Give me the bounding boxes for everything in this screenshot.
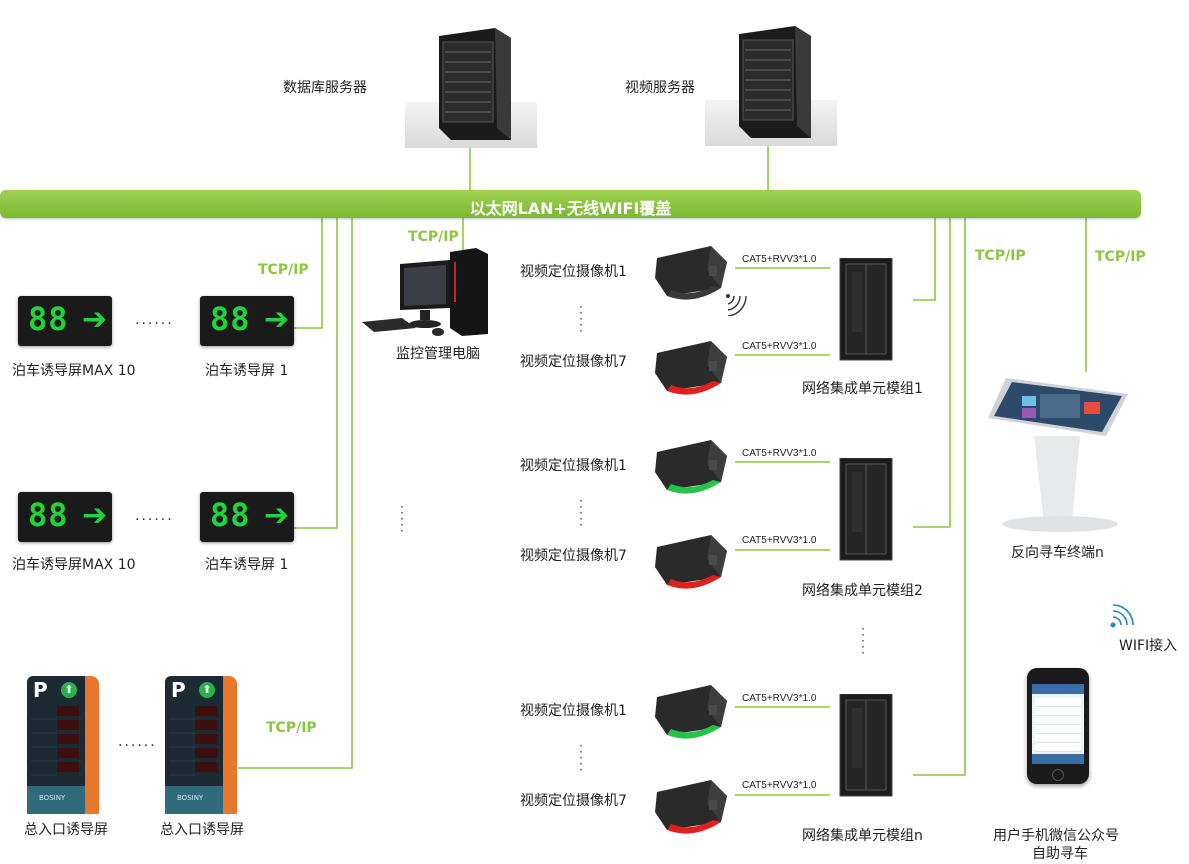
video-server-label: 视频服务器: [625, 80, 695, 96]
phone-label-line2: 自助寻车: [1032, 846, 1088, 862]
camera-7-label: 视频定位摄像机7: [520, 354, 627, 370]
vertical-ellipsis: ·····: [861, 622, 865, 660]
tcp-label-entrance: TCP/IP: [266, 720, 317, 736]
led-digits: 88: [210, 496, 251, 534]
tcp-label-led-screens: TCP/IP: [258, 262, 309, 278]
led-screen-max-label: 泊车诱导屏MAX 10: [12, 557, 136, 573]
entrance-screen-label-right: 总入口诱导屏: [160, 822, 244, 838]
orange-side-panel: [221, 676, 237, 814]
led-digits: 88: [28, 300, 69, 338]
positioning-camera-icon: [655, 535, 727, 589]
cable-spec-label: CAT5+RVV3*1.0: [742, 693, 817, 704]
camera-1-label: 视频定位摄像机1: [520, 703, 627, 719]
led-guidance-screen-1: 88 ➔: [200, 296, 294, 346]
red-digits: [57, 706, 79, 776]
monitor-pc-label: 监控管理电脑: [396, 346, 480, 362]
network-unit-label: 网络集成单元模组1: [802, 381, 923, 397]
led-screen-1-label: 泊车诱导屏 1: [205, 363, 289, 379]
tcp-label-monitor-pc: TCP/IP: [408, 229, 459, 245]
network-cabinet-icon: [839, 258, 893, 361]
cable-spec-label: CAT5+RVV3*1.0: [742, 448, 817, 459]
entrance-screen-label-left: 总入口诱导屏: [24, 822, 108, 838]
screen-header: [1032, 684, 1084, 694]
wifi-label: WIFI接入: [1119, 638, 1178, 654]
red-digits: [195, 706, 217, 776]
brand-base: [165, 786, 223, 814]
ellipsis: ......: [118, 734, 157, 750]
tcp-label-kiosk: TCP/IP: [1095, 249, 1146, 265]
arrow-right-icon: ➔: [82, 302, 108, 337]
led-guidance-screen-max: 88 ➔: [18, 492, 112, 542]
brand-base: [27, 786, 85, 814]
led-screen-1-label: 泊车诱导屏 1: [205, 557, 289, 573]
camera-1-label: 视频定位摄像机1: [520, 264, 627, 280]
screen-rows: [1035, 698, 1081, 752]
arrow-up-icon: ⬆: [199, 682, 215, 698]
monitor-pc: [362, 248, 510, 338]
arrow-up-icon: ⬆: [61, 682, 77, 698]
database-server: [405, 22, 537, 148]
camera-7-label: 视频定位摄像机7: [520, 548, 627, 564]
kiosk-icon: [988, 378, 1128, 532]
video-server: [705, 20, 837, 146]
led-screen-max-label: 泊车诱导屏MAX 10: [12, 363, 136, 379]
wireless-signal-icon: [726, 294, 747, 316]
tcp-label-units: TCP/IP: [975, 248, 1026, 264]
lan-backbone-bar: 以太网LAN+无线WIFI覆盖: [0, 190, 1141, 218]
floor-rows: [31, 706, 81, 776]
parking-p-icon: P: [33, 678, 48, 702]
wifi-icon: [1110, 604, 1134, 628]
network-unit-label: 网络集成单元模组2: [802, 583, 923, 599]
network-cabinet-icon: [839, 694, 893, 797]
server-rack-icon: [739, 26, 811, 138]
network-cabinet-icon: [839, 458, 893, 561]
reverse-car-finding-kiosk: [988, 372, 1138, 534]
floor-rows: [169, 706, 219, 776]
cable-spec-label: CAT5+RVV3*1.0: [742, 341, 817, 352]
cable-spec-label: CAT5+RVV3*1.0: [742, 780, 817, 791]
computer-icon: [362, 248, 488, 336]
positioning-camera-icon: [655, 685, 727, 739]
ellipsis: ......: [135, 508, 174, 524]
server-rack-icon: [439, 28, 511, 140]
database-server-label: 数据库服务器: [283, 80, 367, 96]
network-unit-label: 网络集成单元模组n: [802, 828, 923, 844]
led-guidance-screen-1: 88 ➔: [200, 492, 294, 542]
positioning-camera-icon: [655, 440, 727, 494]
brand-label: BOSINY: [177, 794, 204, 802]
positioning-camera-icon: [655, 341, 727, 395]
vertical-ellipsis: ·····: [579, 300, 583, 338]
vertical-ellipsis: ·····: [579, 494, 583, 532]
vertical-ellipsis: ·····: [579, 739, 583, 777]
cable-spec-label: CAT5+RVV3*1.0: [742, 535, 817, 546]
positioning-camera-icon: [655, 246, 727, 300]
camera-1-label: 视频定位摄像机1: [520, 458, 627, 474]
led-guidance-screen-max: 88 ➔: [18, 296, 112, 346]
entrance-guidance-screen: P ⬆ BOSINY: [165, 676, 237, 814]
phone-label-line1: 用户手机微信公众号: [993, 828, 1119, 844]
positioning-camera-icon: [655, 780, 727, 834]
vertical-ellipsis: ·····: [400, 500, 404, 538]
cable-spec-label: CAT5+RVV3*1.0: [742, 254, 817, 265]
lan-label: 以太网LAN+无线WIFI覆盖: [469, 199, 672, 218]
arrow-right-icon: ➔: [82, 498, 108, 533]
brand-label: BOSINY: [39, 794, 66, 802]
arrow-right-icon: ➔: [264, 302, 290, 337]
screen-footer: [1032, 754, 1084, 764]
user-phone: [1027, 668, 1089, 784]
camera-7-label: 视频定位摄像机7: [520, 793, 627, 809]
kiosk-label: 反向寻车终端n: [1011, 545, 1104, 561]
phone-screen: [1032, 684, 1084, 764]
home-button: [1052, 769, 1064, 781]
entrance-guidance-screen: P ⬆ BOSINY: [27, 676, 99, 814]
ellipsis: ......: [135, 312, 174, 328]
led-digits: 88: [210, 300, 251, 338]
orange-side-panel: [83, 676, 99, 814]
arrow-right-icon: ➔: [264, 498, 290, 533]
parking-p-icon: P: [171, 678, 186, 702]
led-digits: 88: [28, 496, 69, 534]
